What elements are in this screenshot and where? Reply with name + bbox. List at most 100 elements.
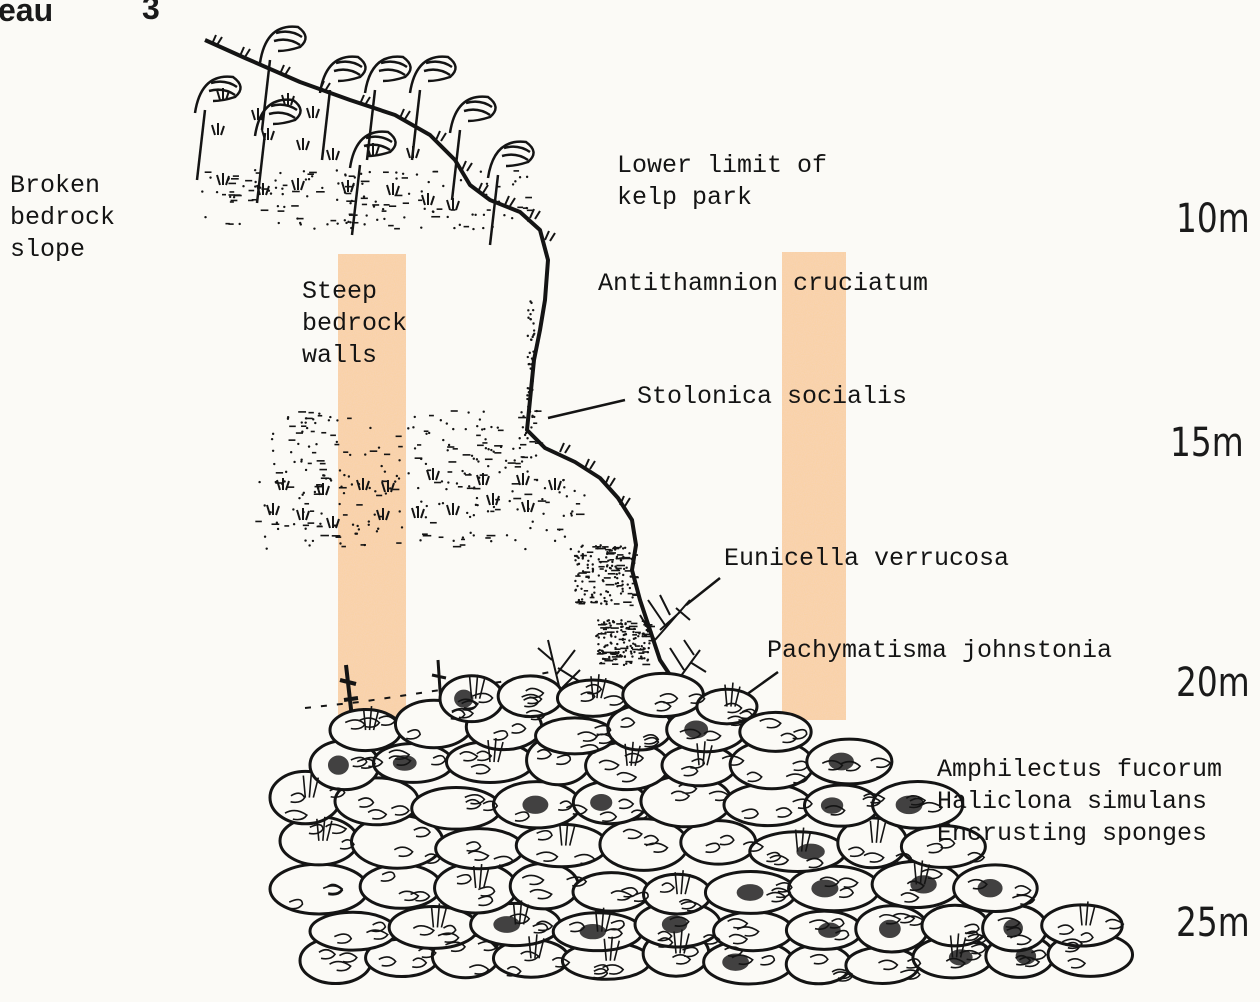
kelp-plant	[410, 57, 456, 160]
stipple-dot	[608, 656, 610, 658]
stipple-dot	[625, 567, 627, 569]
stipple-dash	[515, 466, 521, 468]
stipple-dot	[509, 500, 511, 502]
stipple-dash	[632, 594, 639, 596]
stipple-dash	[312, 452, 316, 454]
boulder	[724, 784, 811, 826]
stipple-dash	[305, 418, 313, 420]
stipple-dot	[593, 592, 595, 594]
stipple-dash	[606, 584, 615, 586]
stipple-dot	[571, 510, 573, 512]
stipple-dot	[273, 463, 275, 465]
stipple-dot	[487, 448, 489, 450]
stipple-dash	[283, 185, 288, 187]
stipple-dot	[354, 176, 356, 178]
stipple-dot	[272, 433, 274, 435]
stipple-dot	[469, 532, 471, 534]
stipple-dot	[612, 621, 614, 623]
eunicella-pointer-line	[686, 578, 720, 605]
stipple-dot	[604, 547, 606, 549]
stipple-dot	[275, 187, 277, 189]
stipple-dash	[289, 426, 296, 428]
stipple-dash	[632, 583, 636, 585]
stipple-dot	[325, 477, 327, 479]
boulder	[412, 788, 501, 830]
stipple-dot	[602, 580, 604, 582]
stipple-dot	[531, 415, 533, 417]
stipple-dash	[533, 422, 537, 424]
stipple-dash	[309, 172, 317, 174]
pachymatisma-label: Pachymatisma johnstonia	[767, 635, 1112, 667]
stipple-dot	[287, 416, 289, 418]
stipple-dash	[451, 410, 458, 412]
stipple-dot	[446, 422, 448, 424]
stipple-dot	[486, 183, 488, 185]
stipple-dash	[529, 441, 535, 443]
stipple-dot	[351, 200, 353, 202]
stipple-dot	[485, 194, 487, 196]
stipple-dot	[475, 504, 477, 506]
stipple-dot	[605, 556, 607, 558]
stipple-dot	[271, 438, 273, 440]
stipple-dot	[401, 526, 403, 528]
stipple-dash	[389, 205, 396, 207]
dark-sponge-patch	[911, 876, 936, 893]
stipple-dot	[349, 454, 351, 456]
stipple-dash	[494, 452, 501, 454]
stipple-dot	[394, 480, 396, 482]
stipple-dot	[476, 425, 478, 427]
stipple-dot	[603, 636, 605, 638]
stipple-dash	[632, 649, 638, 651]
stipple-dash	[318, 415, 322, 417]
cliff-dot	[526, 394, 528, 396]
dark-sponge-patch	[822, 798, 843, 813]
stipple-dot	[487, 510, 489, 512]
stipple-dash	[320, 463, 326, 465]
stipple-dot	[490, 426, 492, 428]
stipple-dot	[526, 176, 528, 178]
cliff-dot	[529, 300, 531, 302]
stipple-dash	[604, 660, 613, 662]
stipple-dot	[536, 410, 538, 412]
stipple-dot	[628, 552, 630, 554]
cliff-dot	[527, 405, 529, 407]
stipple-dash	[461, 539, 465, 541]
stipple-dash	[587, 551, 593, 553]
stipple-dash	[308, 522, 315, 524]
stipple-dash	[233, 175, 239, 177]
stipple-dot	[616, 643, 618, 645]
stipple-dash	[291, 205, 299, 207]
stipple-dot	[590, 601, 592, 603]
stipple-dot	[468, 485, 470, 487]
dark-sponge-patch	[591, 795, 612, 810]
stipple-dot	[378, 446, 380, 448]
stipple-dot	[584, 593, 586, 595]
stipple-dash	[524, 494, 532, 496]
dark-sponge-patch	[723, 954, 748, 970]
stipple-dot	[585, 571, 587, 573]
stipple-dash	[453, 546, 461, 548]
stipple-dot	[595, 545, 597, 547]
stipple-dash	[394, 228, 400, 230]
dark-sponge-patch	[685, 721, 707, 737]
cliff-dot	[532, 368, 534, 370]
stipple-dot	[343, 492, 345, 494]
stipple-dot	[578, 599, 580, 601]
stipple-dot	[542, 513, 544, 515]
stippled-ledges	[201, 169, 655, 666]
stipple-dash	[495, 509, 501, 511]
stipple-dot	[608, 619, 610, 621]
grass-tuft	[297, 138, 309, 150]
stipple-dash	[317, 526, 323, 528]
stipple-dash	[402, 177, 408, 179]
stipple-dot	[597, 650, 599, 652]
cliff-dot	[530, 383, 532, 385]
stipple-dot	[610, 599, 612, 601]
stipple-dash	[520, 444, 526, 446]
stipple-dot	[308, 445, 310, 447]
cliff-dot	[528, 363, 530, 365]
stipple-dot	[633, 562, 635, 564]
dark-sponge-patch	[494, 917, 519, 932]
stipple-dot	[258, 481, 260, 483]
stipple-dot	[323, 474, 325, 476]
